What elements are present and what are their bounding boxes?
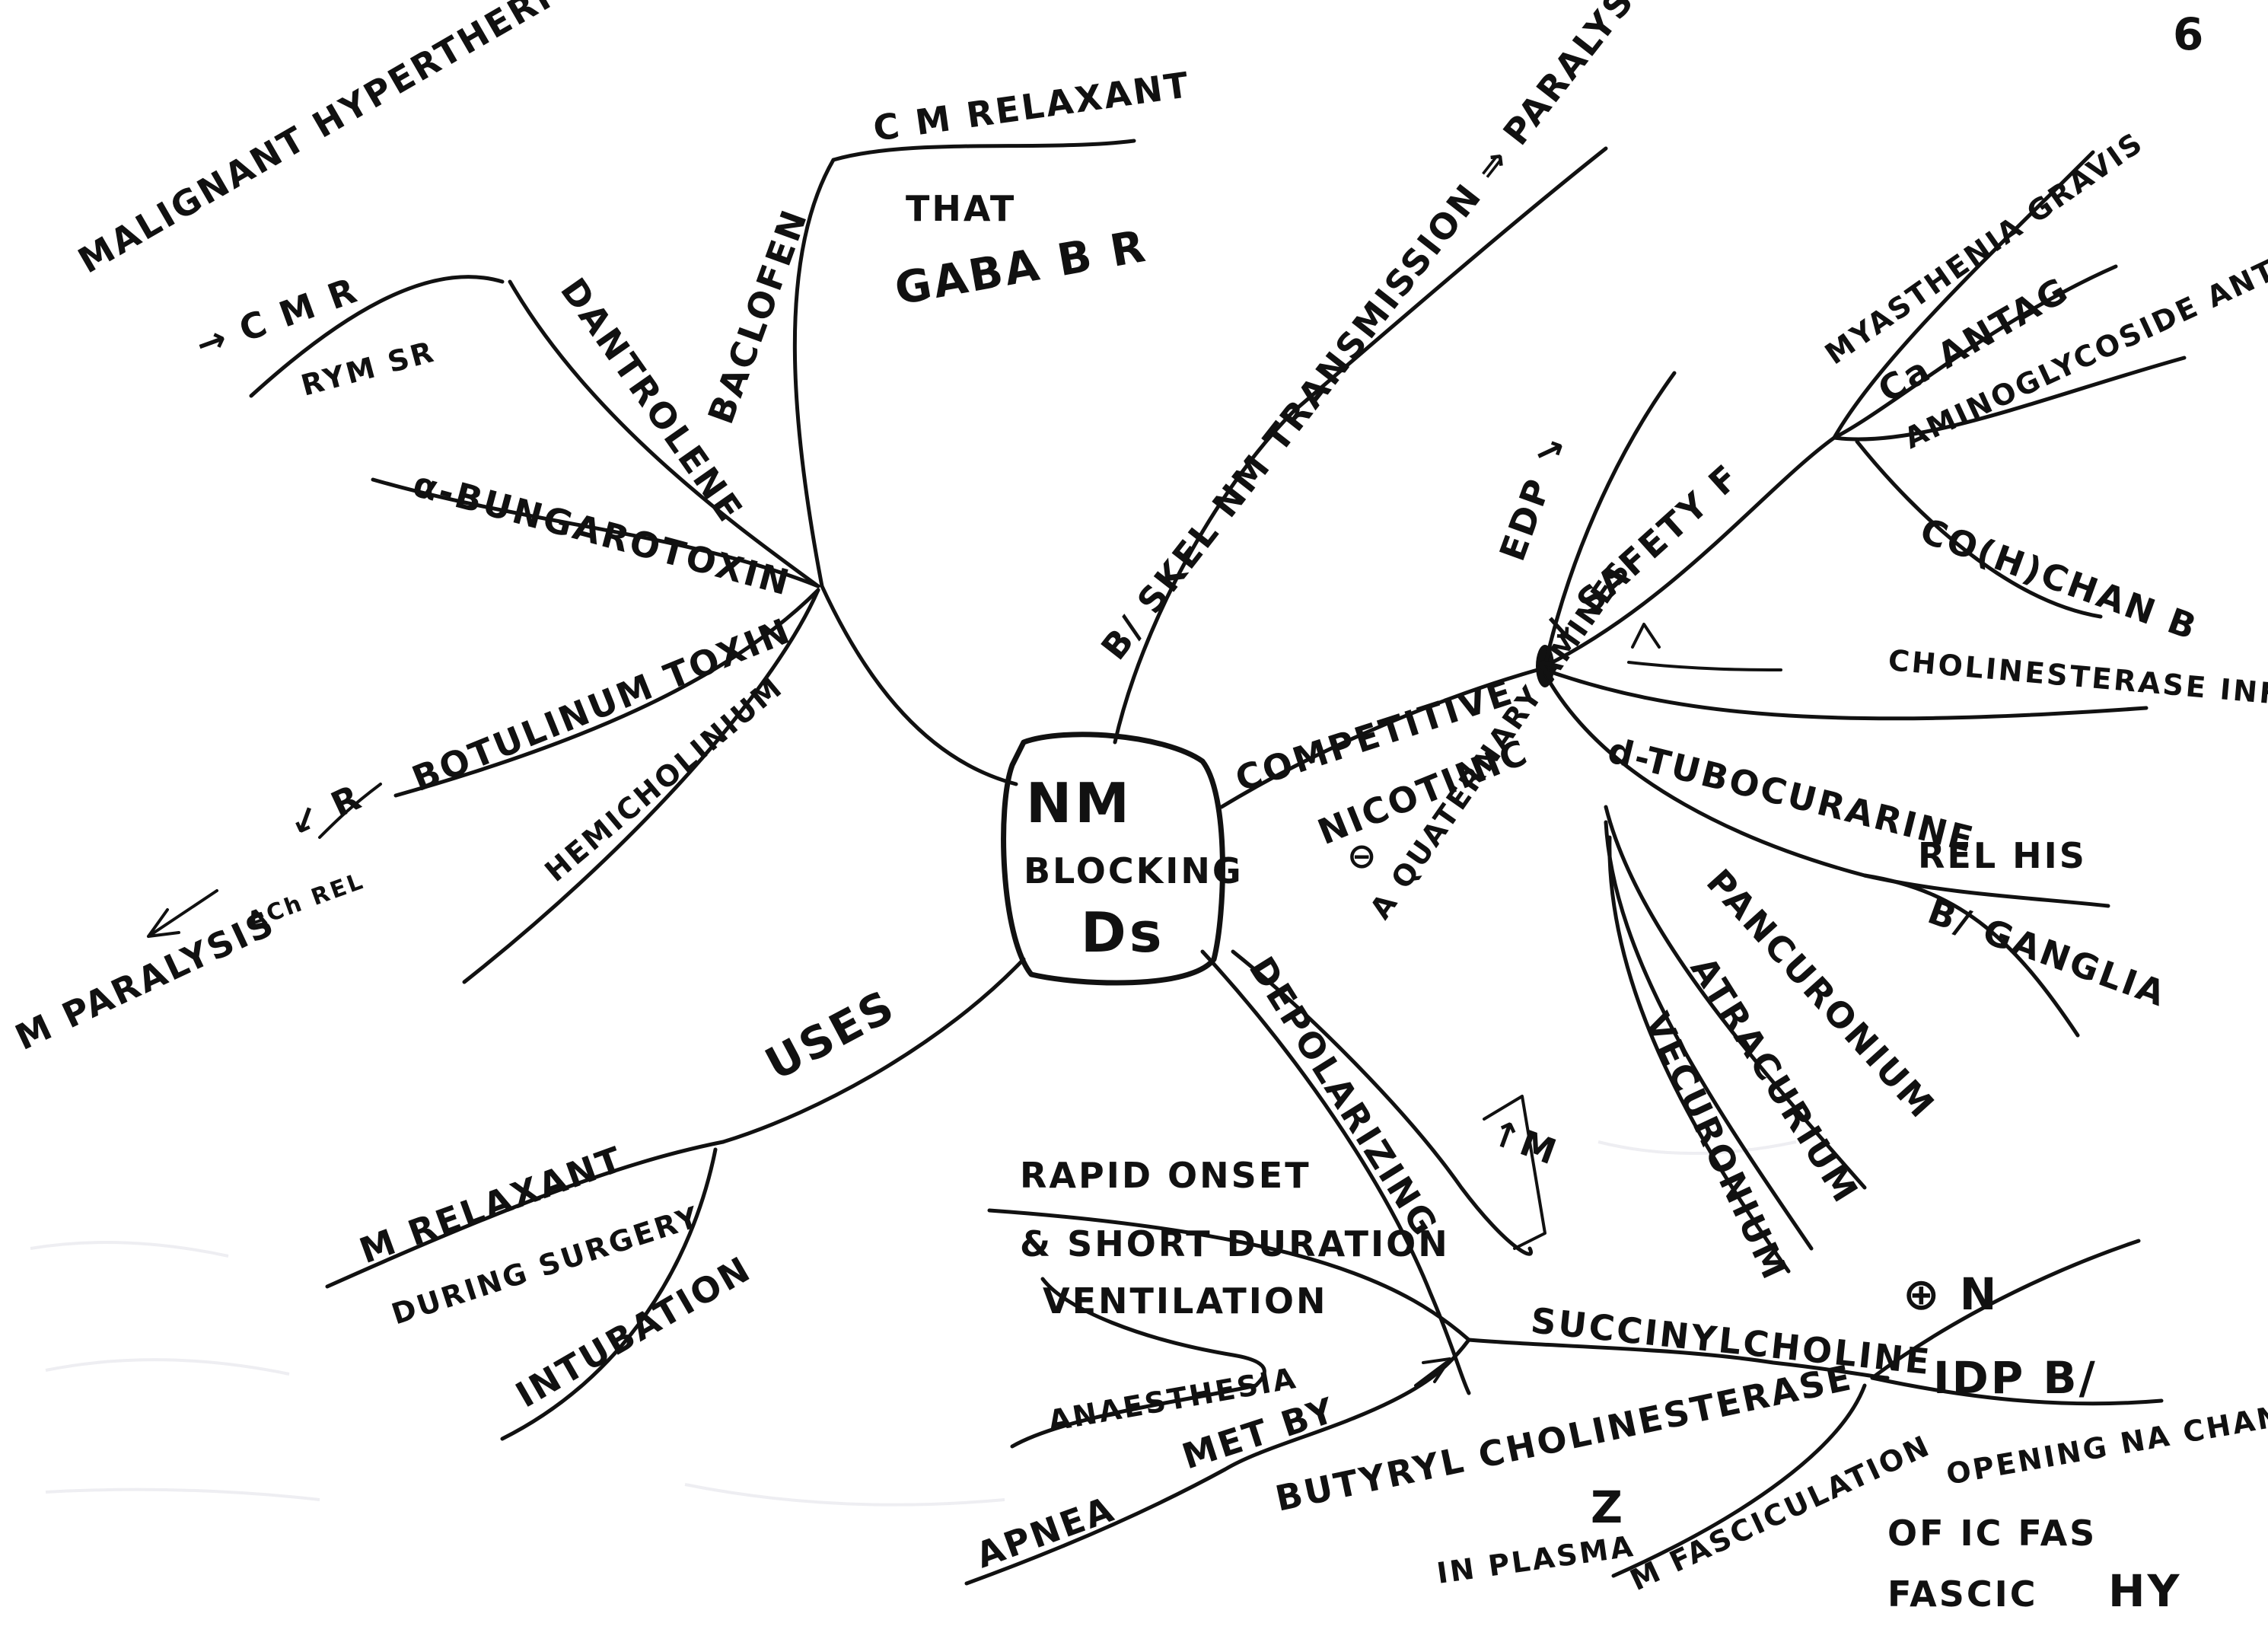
branch-ca-antag: [1832, 264, 2118, 440]
arrow-paralysis: [147, 889, 218, 938]
label-gabab: GABA B R: [891, 220, 1152, 315]
label-rapid-onset: RAPID ONSET: [1020, 1155, 1311, 1196]
label-cmr: → C M R: [190, 269, 364, 365]
label-edp: EDP ↘: [1492, 429, 1575, 566]
branch-intubation: [500, 1147, 718, 1441]
branch-botulinum: [393, 588, 820, 798]
left-branch-group: MALIGNANT HYPERTHERMIA → C M R RYM SR DA…: [9, 0, 1018, 1058]
label-coch: CO(H)CHAN B: [1915, 510, 2203, 649]
branch-depolarizing-outer: [1231, 949, 1533, 1256]
arrow-up-head: [1631, 623, 1661, 649]
page-number: 6: [2173, 8, 2206, 60]
branch-pancuronium: [1604, 805, 1867, 1190]
label-ganglia: B/ GANGLIA: [1922, 891, 2172, 1015]
depolarizing-branch-group: DEPOLARIZING ↑M SUCCINYLCHOLINE ⊕ N IDP …: [964, 949, 2268, 1617]
branch-tubocurarine: [1543, 671, 2110, 908]
branch-safety: [1543, 435, 1836, 668]
branch-edp: [1543, 371, 1677, 668]
branch-uses: [721, 957, 1026, 1144]
bleed-through-marks: [30, 1140, 1797, 1507]
label-cholinesterase: CHOLINESTERASE INHIB: [1887, 643, 2268, 715]
branch-hemicholinium: [462, 588, 820, 984]
label-baclofen: BACLOFEN: [700, 203, 816, 429]
trunk-left-hub: [820, 584, 1018, 786]
label-malignant: MALIGNANT HYPERTHERMIA: [72, 0, 617, 282]
label-safety: ↓ SAFETY F: [1534, 455, 1747, 653]
arrow-botulinum: [318, 783, 382, 839]
label-antag: ⊖: [1347, 835, 1379, 876]
label-rel-his: REL HIS: [1918, 835, 2087, 876]
label-succinylcholine: SUCCINYLCHOLINE: [1529, 1299, 1934, 1382]
branch-cm-relaxant: [831, 139, 1136, 162]
label-n-site: ⊕ N: [1903, 1268, 1999, 1320]
branch-succinylcholine: [1467, 1338, 1890, 1380]
branch-depolarizing: [1200, 949, 1471, 1395]
branch-myasthenia: [1832, 150, 2095, 440]
branch-atracurium: [1604, 820, 1814, 1251]
label-butyryl: BUTYRYL CHOLINESTERASE: [1272, 1357, 1856, 1519]
branch-ventilation: [1040, 1277, 1266, 1388]
branch-cholinesterase: [1543, 668, 2149, 721]
label-that: THAT: [906, 188, 1016, 229]
label-plasma: IN PLASMA: [1435, 1529, 1637, 1590]
label-depol-note: ↑M: [1485, 1111, 1563, 1174]
branch-baclofen: [792, 158, 836, 588]
label-fascic: FASCIC: [1887, 1574, 2038, 1615]
branch-m-relaxant: [325, 1140, 725, 1289]
arrow-up-line: [1627, 661, 1782, 671]
branch-anaesthesia: [1010, 1383, 1258, 1449]
branch-coch: [1855, 439, 2103, 619]
branch-vecuronium: [1607, 835, 1791, 1274]
branch-competitive: [1219, 668, 1540, 809]
label-depolarizing: DEPOLARIZING: [1241, 949, 1447, 1244]
arrow-met-by: [1414, 1357, 1451, 1387]
branch-b-skel: [1113, 146, 1608, 745]
branch-rapid-onset: [987, 1208, 1471, 1342]
label-arrow-note-1: ↙ R: [283, 776, 369, 845]
label-short-duration: & SHORT DURATION: [1020, 1223, 1450, 1264]
branch-m-fasciculation: [1611, 1383, 1867, 1578]
label-idp-b: IDP B/: [1933, 1352, 2098, 1404]
branch-aminoglycoside: [1832, 356, 2187, 442]
uses-branch-group: USES M RELAXANT DURING SURGERY INTUBATIO…: [325, 957, 1026, 1441]
branch-met-by: [964, 1338, 1471, 1586]
branch-ganglia: [1862, 873, 2080, 1038]
label-hy: HY: [2108, 1565, 2182, 1617]
label-aminoglycoside: AMINOGLYCOSIDE ANTIBIOTIC: [1899, 196, 2268, 455]
label-cm-relaxant: C M RELAXANT: [871, 64, 1193, 149]
branch-n-site: [1870, 1239, 2141, 1380]
center-line-2: BLOCKING: [1024, 850, 1244, 891]
label-bungarotoxin: α-BUNGAROTOXIN: [409, 463, 795, 604]
depol-note-box: [1483, 1095, 1547, 1250]
branch-idp: [1870, 1376, 2164, 1406]
label-z: Z: [1591, 1481, 1625, 1533]
label-of-fas: OF IC FAS: [1887, 1513, 2097, 1554]
branch-cmr: [249, 275, 505, 398]
label-uses: USES: [757, 980, 904, 1091]
branch-dantrolene: [508, 279, 820, 588]
label-paralysis-note: M PARALYSIS: [9, 902, 282, 1058]
label-ventilation: VENTILATION: [1043, 1280, 1327, 1322]
label-rym-sh: RYM SR: [298, 335, 439, 403]
center-line-3: Ds: [1081, 901, 1165, 965]
branch-bungarotoxin: [371, 477, 820, 588]
center-line-1: NM: [1026, 771, 1132, 835]
central-topic-node: NM BLOCKING Ds: [1001, 732, 1244, 986]
